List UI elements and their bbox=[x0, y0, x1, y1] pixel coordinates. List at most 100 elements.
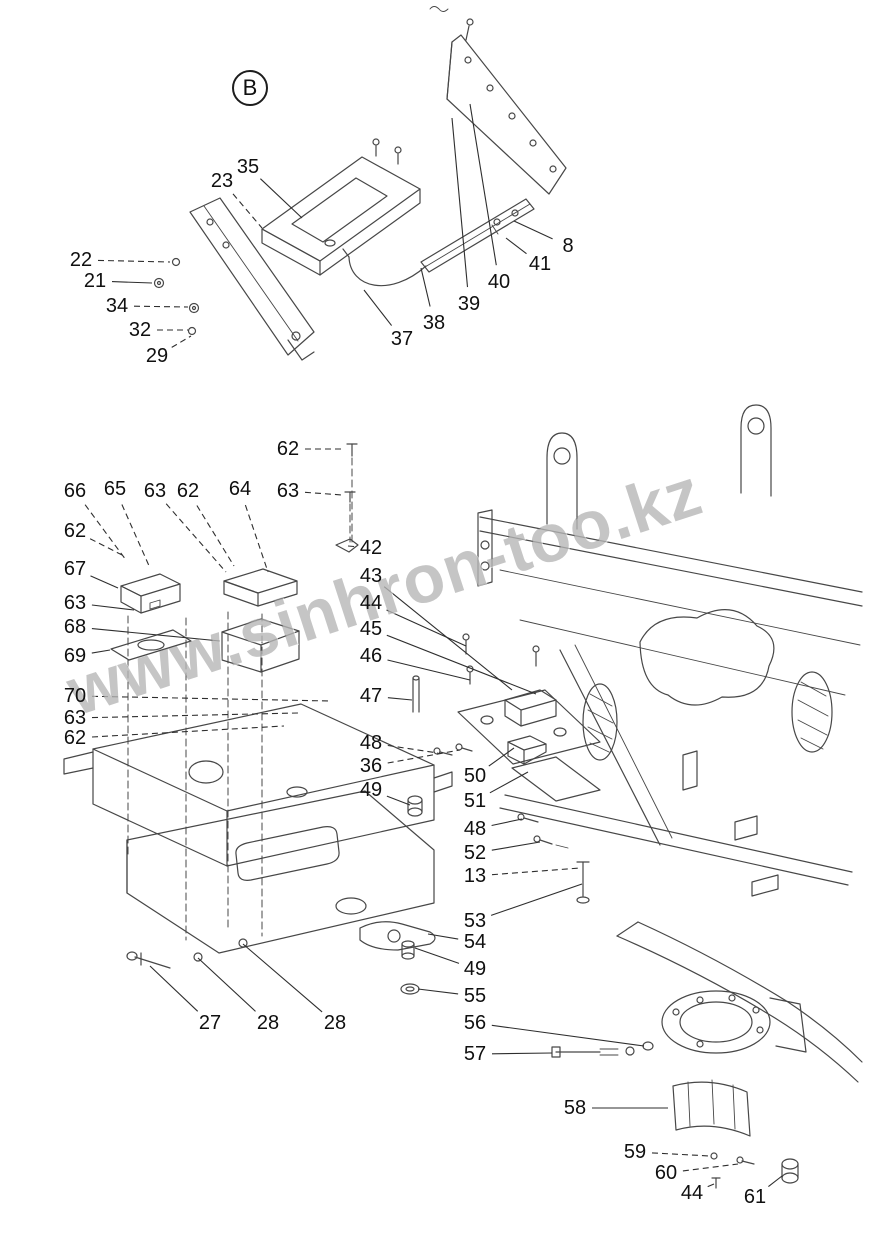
callout-48: 48 bbox=[359, 732, 383, 754]
callout-58: 58 bbox=[563, 1097, 587, 1119]
leader-line-60 bbox=[682, 1163, 739, 1172]
callout-63: 63 bbox=[143, 480, 167, 502]
leader-line-64 bbox=[244, 504, 269, 573]
callout-68: 68 bbox=[63, 616, 87, 638]
callout-48: 48 bbox=[463, 818, 487, 840]
callout-63: 63 bbox=[63, 592, 87, 614]
callout-21: 21 bbox=[83, 270, 107, 292]
callout-44: 44 bbox=[680, 1182, 704, 1204]
callout-62: 62 bbox=[63, 727, 87, 749]
leader-line-63 bbox=[165, 503, 227, 573]
leader-line-37 bbox=[363, 289, 393, 326]
main-housing-art bbox=[63, 703, 453, 969]
callout-39: 39 bbox=[457, 293, 481, 315]
leader-line-49 bbox=[414, 947, 460, 964]
callout-54: 54 bbox=[463, 931, 487, 953]
callout-27: 27 bbox=[198, 1012, 222, 1034]
leader-line-28 bbox=[197, 957, 256, 1012]
section-label: B bbox=[242, 75, 258, 100]
leader-line-62 bbox=[91, 725, 285, 738]
callout-60: 60 bbox=[654, 1162, 678, 1184]
page-mark bbox=[429, 6, 449, 12]
callout-22: 22 bbox=[69, 249, 93, 271]
callout-46: 46 bbox=[359, 645, 383, 667]
leader-line-48 bbox=[387, 744, 439, 754]
callout-36: 36 bbox=[359, 755, 383, 777]
leader-line-48 bbox=[491, 818, 523, 827]
watermark: www.sinhron-too.kz bbox=[58, 453, 711, 731]
leader-line-51 bbox=[489, 771, 529, 794]
callout-61: 61 bbox=[743, 1186, 767, 1208]
callout-51: 51 bbox=[463, 790, 487, 812]
leader-line-62 bbox=[196, 505, 235, 567]
callout-23: 23 bbox=[210, 170, 234, 192]
leader-line-56 bbox=[491, 1024, 645, 1047]
callout-28: 28 bbox=[256, 1012, 280, 1034]
leader-line-41 bbox=[505, 237, 527, 255]
leader-line-8 bbox=[513, 220, 553, 240]
leader-line-13 bbox=[491, 867, 581, 876]
leader-line-63 bbox=[91, 604, 135, 611]
leader-line-35 bbox=[260, 178, 303, 219]
callout-49: 49 bbox=[463, 958, 487, 980]
leader-line-22 bbox=[97, 259, 171, 263]
callout-32: 32 bbox=[128, 319, 152, 341]
callout-52: 52 bbox=[463, 842, 487, 864]
callout-62: 62 bbox=[176, 480, 200, 502]
leader-line-55 bbox=[417, 988, 459, 995]
callout-57: 57 bbox=[463, 1043, 487, 1065]
leader-line-62 bbox=[89, 538, 125, 557]
callout-28: 28 bbox=[323, 1012, 347, 1034]
leader-line-21 bbox=[111, 281, 153, 284]
callout-55: 55 bbox=[463, 985, 487, 1007]
leader-line-53 bbox=[490, 883, 583, 916]
leader-line-44 bbox=[707, 1183, 715, 1188]
callout-62: 62 bbox=[276, 438, 300, 460]
callout-47: 47 bbox=[359, 685, 383, 707]
callout-35: 35 bbox=[236, 156, 260, 178]
leader-line-66 bbox=[84, 504, 127, 561]
leader-line-27 bbox=[149, 965, 199, 1012]
leader-line-59 bbox=[651, 1152, 711, 1157]
callout-13: 13 bbox=[463, 865, 487, 887]
callout-38: 38 bbox=[422, 312, 446, 334]
leader-line-61 bbox=[768, 1175, 783, 1188]
callout-53: 53 bbox=[463, 910, 487, 932]
leader-line-29 bbox=[171, 335, 192, 348]
leader-line-40 bbox=[469, 103, 497, 266]
callout-65: 65 bbox=[103, 478, 127, 500]
callout-34: 34 bbox=[105, 295, 129, 317]
leader-line-36 bbox=[387, 749, 461, 764]
leader-line-45 bbox=[386, 634, 537, 695]
leader-line-50 bbox=[488, 747, 515, 767]
leader-line-28 bbox=[242, 943, 323, 1013]
callout-8: 8 bbox=[562, 235, 574, 257]
leader-line-54 bbox=[427, 933, 459, 940]
callout-49: 49 bbox=[359, 779, 383, 801]
leader-line-47 bbox=[387, 697, 413, 701]
callout-62: 62 bbox=[63, 520, 87, 542]
leader-line-57 bbox=[491, 1052, 553, 1055]
callout-64: 64 bbox=[228, 478, 252, 500]
leader-line-67 bbox=[90, 575, 119, 589]
leader-line-38 bbox=[420, 267, 431, 307]
callout-37: 37 bbox=[390, 328, 414, 350]
subassembly-b-art bbox=[153, 18, 567, 361]
section-label-badge: B bbox=[232, 70, 268, 106]
leader-line-23 bbox=[232, 193, 263, 229]
callout-66: 66 bbox=[63, 480, 87, 502]
callout-29: 29 bbox=[145, 345, 169, 367]
callout-50: 50 bbox=[463, 765, 487, 787]
leader-line-46 bbox=[387, 659, 471, 681]
callout-63: 63 bbox=[276, 480, 300, 502]
callout-59: 59 bbox=[623, 1141, 647, 1163]
leader-line-49 bbox=[386, 795, 411, 806]
leader-line-63 bbox=[304, 491, 343, 496]
leader-line-39 bbox=[451, 117, 469, 288]
leader-line-52 bbox=[491, 841, 541, 851]
leader-line-65 bbox=[121, 504, 151, 569]
